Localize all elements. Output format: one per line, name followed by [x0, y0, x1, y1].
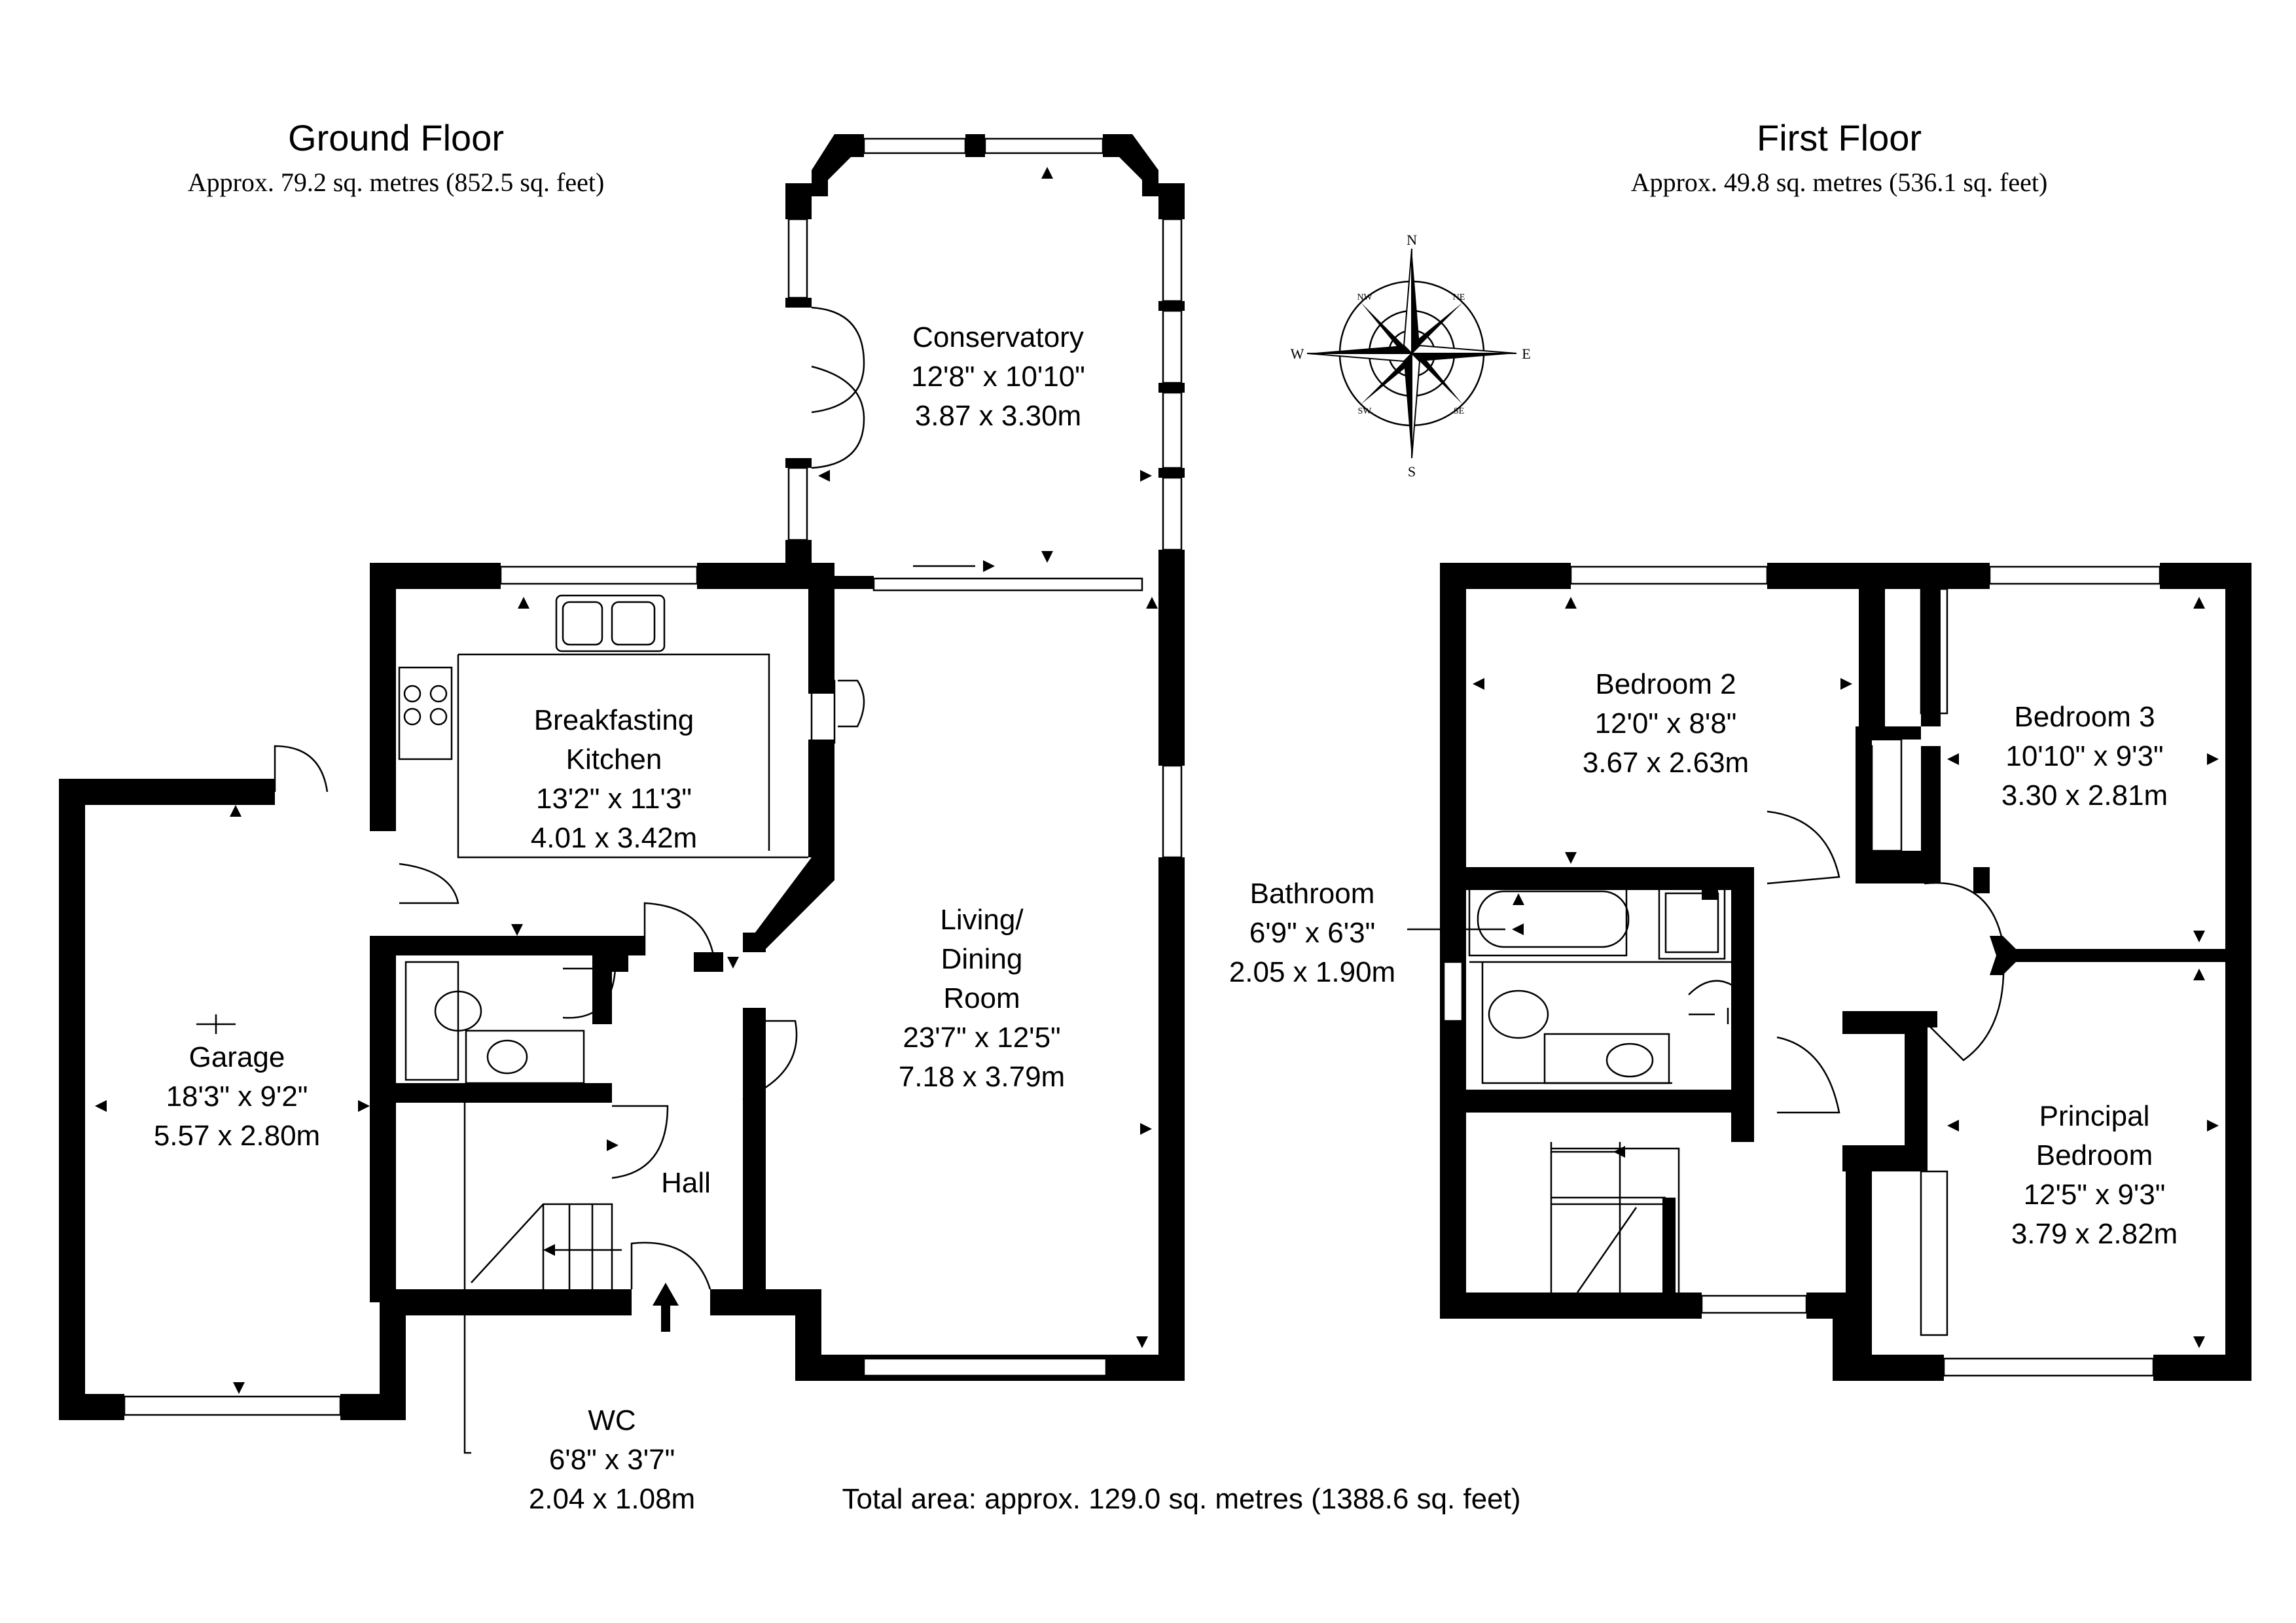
- kitchen-label: Breakfasting Kitchen 13'2" x 11'3" 4.01 …: [531, 704, 697, 854]
- compass-s: S: [1408, 463, 1416, 480]
- compass-ne: NE: [1453, 293, 1465, 302]
- ground-floor-doors: [274, 679, 865, 1332]
- svg-text:2.04 x 1.08m: 2.04 x 1.08m: [529, 1483, 695, 1515]
- ground-floor-fixtures: [398, 594, 808, 1454]
- svg-text:23'7" x 12'5": 23'7" x 12'5": [903, 1022, 1060, 1054]
- svg-text:Bathroom: Bathroom: [1250, 878, 1375, 910]
- ground-floor-plan: Conservatory 12'8" x 10'10" 3.87 x 3.30m…: [59, 134, 1185, 1515]
- first-floor-fixtures: [1468, 588, 1948, 1336]
- compass-n: N: [1407, 232, 1417, 248]
- compass-se: SE: [1454, 406, 1464, 416]
- svg-text:18'3" x 9'2": 18'3" x 9'2": [166, 1080, 308, 1113]
- svg-text:3.87 x 3.30m: 3.87 x 3.30m: [915, 400, 1081, 432]
- svg-text:13'2" x 11'3": 13'2" x 11'3": [536, 783, 692, 815]
- svg-text:7.18 x 3.79m: 7.18 x 3.79m: [899, 1061, 1065, 1093]
- compass-nw: NW: [1357, 293, 1372, 302]
- svg-text:Bedroom 2: Bedroom 2: [1595, 668, 1736, 700]
- first-floor-plan: Bedroom 2 12'0" x 8'8" 3.67 x 2.63m Bedr…: [1229, 563, 2251, 1381]
- ground-floor-markers: [95, 167, 1158, 1394]
- svg-text:3.79 x 2.82m: 3.79 x 2.82m: [2011, 1218, 2178, 1250]
- principal-bedroom-label: Principal Bedroom 12'5" x 9'3" 3.79 x 2.…: [2011, 1100, 2178, 1250]
- svg-text:Bedroom: Bedroom: [2036, 1139, 2153, 1171]
- svg-text:Garage: Garage: [189, 1041, 285, 1073]
- svg-text:3.30 x 2.81m: 3.30 x 2.81m: [2001, 779, 2168, 812]
- compass-e: E: [1522, 346, 1530, 362]
- bedroom2-label: Bedroom 2 12'0" x 8'8" 3.67 x 2.63m: [1583, 668, 1749, 779]
- svg-text:6'8" x 3'7": 6'8" x 3'7": [549, 1444, 675, 1476]
- compass-rose: N S E W NE NW SE SW: [1291, 232, 1531, 480]
- ground-floor-walls: [59, 550, 1185, 1420]
- svg-text:12'5" x 9'3": 12'5" x 9'3": [2024, 1179, 2166, 1211]
- svg-text:Breakfasting: Breakfasting: [534, 704, 694, 736]
- svg-text:4.01 x 3.42m: 4.01 x 3.42m: [531, 822, 697, 854]
- ground-floor-area: Approx. 79.2 sq. metres (852.5 sq. feet): [188, 168, 605, 197]
- bedroom3-label: Bedroom 3 10'10" x 9'3" 3.30 x 2.81m: [2001, 701, 2168, 812]
- total-area: Total area: approx. 129.0 sq. metres (13…: [842, 1483, 1520, 1515]
- compass-w: W: [1291, 346, 1304, 362]
- garage-label: Garage 18'3" x 9'2" 5.57 x 2.80m: [154, 1041, 320, 1152]
- svg-text:Living/: Living/: [940, 904, 1024, 936]
- svg-text:Conservatory: Conservatory: [912, 321, 1084, 353]
- svg-text:Room: Room: [943, 982, 1020, 1014]
- svg-text:6'9" x 6'3": 6'9" x 6'3": [1249, 917, 1375, 949]
- first-floor-area: Approx. 49.8 sq. metres (536.1 sq. feet): [1631, 168, 2048, 197]
- first-floor-walls: [1440, 563, 2251, 1381]
- svg-text:Principal: Principal: [2039, 1100, 2150, 1132]
- first-floor-doors: [1688, 745, 2005, 1114]
- hall-label: Hall: [661, 1167, 711, 1199]
- first-floor-markers: [1407, 597, 2219, 1348]
- compass-sw: SW: [1358, 406, 1372, 416]
- wc-label: WC 6'8" x 3'7" 2.04 x 1.08m: [529, 1404, 695, 1515]
- svg-text:2.05 x 1.90m: 2.05 x 1.90m: [1229, 956, 1395, 988]
- svg-text:Kitchen: Kitchen: [566, 743, 662, 776]
- conservatory-label: Conservatory 12'8" x 10'10" 3.87 x 3.30m: [911, 321, 1085, 432]
- svg-text:WC: WC: [588, 1404, 636, 1436]
- svg-text:10'10" x 9'3": 10'10" x 9'3": [2005, 740, 2163, 772]
- conservatory-walls: [785, 134, 1185, 576]
- svg-text:12'0" x 8'8": 12'0" x 8'8": [1595, 707, 1737, 740]
- svg-text:Bedroom 3: Bedroom 3: [2014, 701, 2155, 733]
- living-dining-label: Living/ Dining Room 23'7" x 12'5" 7.18 x…: [899, 904, 1065, 1093]
- ground-floor-title: Ground Floor: [288, 117, 504, 158]
- svg-text:Dining: Dining: [941, 943, 1023, 975]
- svg-text:5.57 x 2.80m: 5.57 x 2.80m: [154, 1120, 320, 1152]
- bathroom-label: Bathroom 6'9" x 6'3" 2.05 x 1.90m: [1229, 878, 1395, 988]
- svg-text:12'8" x 10'10": 12'8" x 10'10": [911, 361, 1085, 393]
- svg-text:3.67 x 2.63m: 3.67 x 2.63m: [1583, 747, 1749, 779]
- first-floor-title: First Floor: [1757, 117, 1922, 158]
